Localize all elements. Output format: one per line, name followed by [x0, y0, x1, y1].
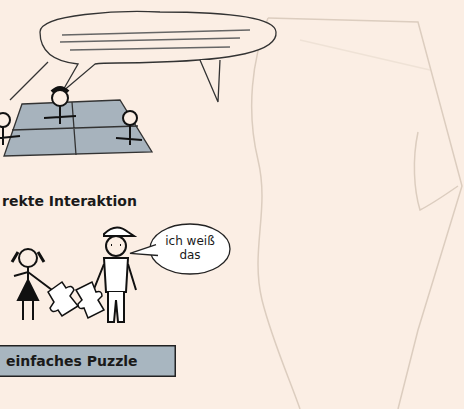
speech-bubble-text: ich weiß das	[155, 235, 225, 263]
title-band-text: einfaches Puzzle	[0, 353, 138, 369]
table	[4, 100, 152, 156]
paper-shape	[252, 18, 462, 409]
caption-label: rekte Interaktion	[2, 193, 137, 209]
speech-cloud	[10, 12, 276, 102]
speech-bubble: ich weiß das	[148, 222, 232, 276]
girl-figure	[12, 249, 52, 320]
stick-figures-table	[0, 88, 142, 145]
puzzle-pieces	[48, 282, 104, 318]
title-band: einfaches Puzzle	[0, 345, 176, 377]
